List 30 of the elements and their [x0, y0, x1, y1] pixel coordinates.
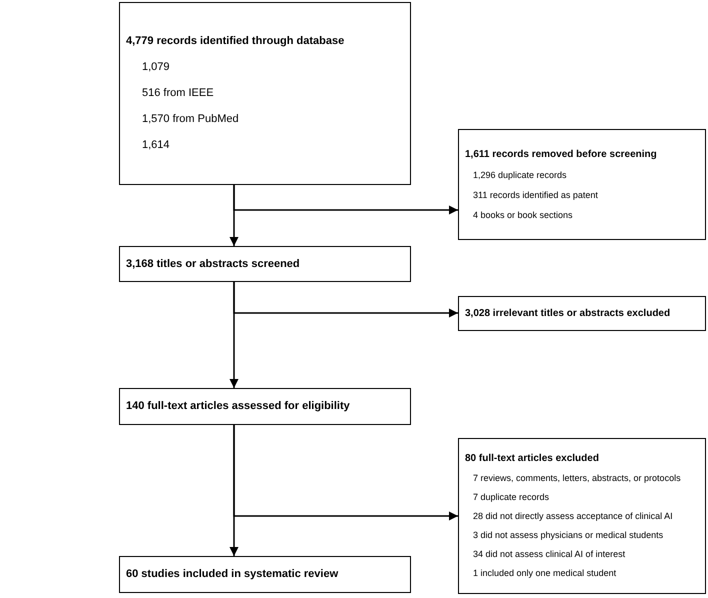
box-heading: 3,168 titles or abstracts screened: [126, 258, 301, 270]
list-item: 7 reviews, comments, letters, abstracts, or protocols: [472, 473, 682, 484]
list-item: 7 duplicate records: [472, 492, 550, 503]
list-item: 28 did not directly assess acceptance of clinical AI: [472, 511, 674, 522]
process-box: [119, 2, 411, 185]
list-item: 1 included only one medical student: [472, 568, 618, 579]
arrow: [233, 185, 458, 214]
list-item: 4 books or book sections: [472, 210, 574, 220]
process-box: [119, 246, 411, 282]
list-item: 516 from IEEE: [141, 87, 215, 100]
box-heading: 4,779 records identified through database: [126, 35, 346, 48]
list-item: 34 did not assess clinical AI of interest: [472, 549, 626, 560]
box-heading: 80 full-text articles excluded: [465, 453, 600, 465]
arrow: [233, 282, 458, 318]
list-item: 311 records identified as patent: [472, 190, 599, 200]
list-item: 3 did not assess physicians or medical students: [472, 530, 664, 541]
process-box: [458, 438, 706, 594]
list-item: 1,570 from PubMed: [141, 113, 240, 126]
list-item: 1,614: [141, 139, 171, 152]
arrow: [233, 425, 458, 520]
list-item: 1,079: [141, 61, 171, 74]
box-heading: 140 full-text articles assessed for eligibility: [126, 400, 351, 413]
process-box: [119, 556, 411, 593]
process-box: [458, 296, 706, 331]
box-heading: 60 studies included in systematic review: [126, 568, 340, 581]
box-heading: 1,611 records removed before screening: [465, 148, 658, 160]
process-box: [119, 388, 411, 425]
list-item: 1,296 duplicate records: [472, 170, 568, 180]
process-box: [458, 129, 706, 240]
box-heading: 3,028 irrelevant titles or abstracts excluded: [465, 308, 672, 320]
